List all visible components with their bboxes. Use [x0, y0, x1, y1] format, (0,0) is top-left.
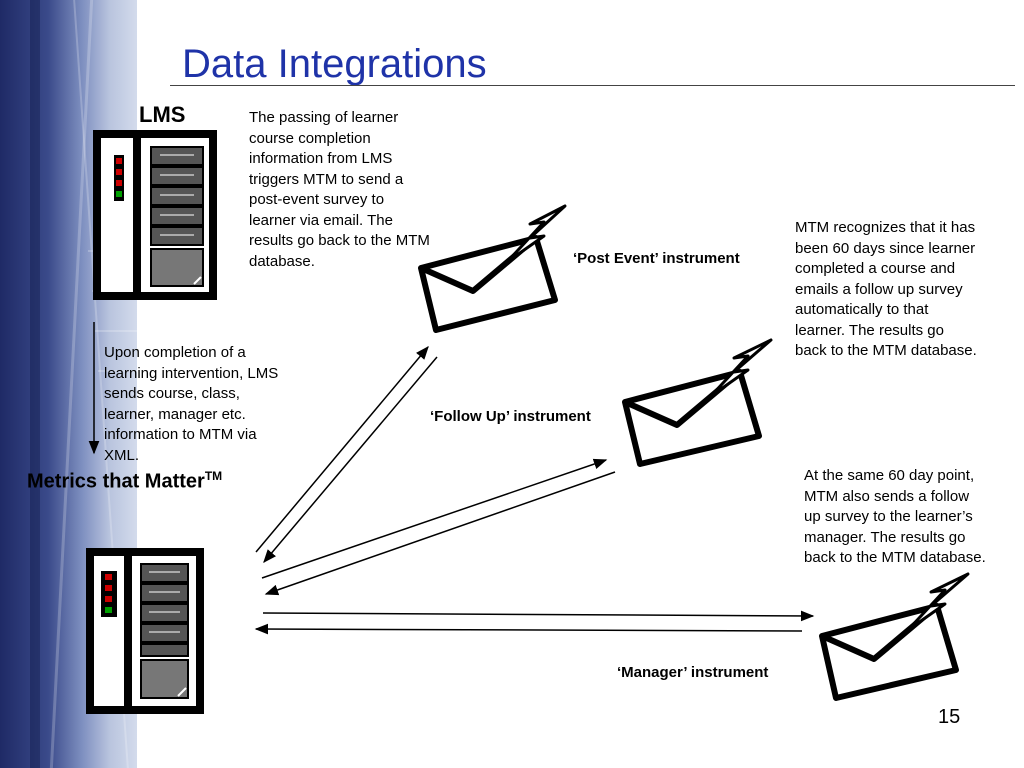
note-line: information to MTM via: [104, 426, 257, 443]
manager-email-icon: [819, 572, 970, 701]
led-green-icon: [116, 191, 122, 197]
follow-up-return-arrow: [264, 471, 616, 596]
note-line: automatically to that: [795, 301, 929, 318]
post-event-email-icon: [418, 204, 567, 333]
note-line: post-event survey to: [249, 191, 385, 208]
note-line: up survey to the learner’s: [804, 508, 973, 525]
lms-to-mtm-note: Upon completion of a learning interventi…: [104, 343, 278, 466]
note-line: sends course, class,: [104, 385, 240, 402]
post-event-instrument-label: ‘Post Event’ instrument: [573, 250, 740, 267]
note-line: learner. The results go: [795, 321, 944, 339]
drive-bays-icon: [140, 563, 189, 699]
note-line: database.: [249, 252, 315, 270]
follow-up-send-arrow: [261, 458, 608, 579]
note-line: manager. The results go: [804, 528, 966, 546]
note-line: results go back to the MTM: [249, 232, 430, 249]
note-line: Upon completion of a: [104, 344, 246, 361]
manager-instrument-label: ‘Manager’ instrument: [617, 664, 769, 681]
follow-up-instrument-label: ‘Follow Up’ instrument: [430, 408, 591, 425]
title-underline: [170, 85, 1015, 86]
manager-return-arrow: [254, 623, 803, 635]
slide-title: Data Integrations: [182, 42, 487, 86]
note-line: back to the MTM database.: [795, 342, 977, 359]
decorative-sidebar: [0, 0, 137, 768]
manager-send-arrow: [262, 610, 815, 622]
note-line: back to the MTM database.: [804, 549, 986, 566]
led-red-icon: [116, 158, 122, 164]
note-line: information from LMS: [249, 150, 393, 167]
note-line: learning intervention, LMS: [104, 364, 279, 382]
post-event-return-arrow: [263, 356, 438, 564]
mtm-label-text: Metrics that Matter: [27, 470, 205, 493]
note-line: learner via email. The: [249, 211, 393, 229]
note-line: XML.: [104, 446, 140, 464]
page-number: 15: [938, 706, 961, 728]
trademark-mark: TM: [204, 469, 223, 483]
note-line: learner, manager etc.: [104, 405, 246, 423]
mtm-label: Metrics that MatterTM: [27, 469, 222, 494]
note-line: been 60 days since learner: [795, 239, 976, 257]
post-event-send-arrow: [255, 345, 429, 553]
note-line: At the same 60 day point,: [804, 467, 975, 484]
follow-up-email-icon: [622, 338, 773, 467]
note-line: completed a course and: [795, 260, 956, 277]
note-line: The passing of learner: [249, 109, 399, 126]
manager-note: At the same 60 day point, MTM also sends…: [804, 466, 986, 569]
note-line: triggers MTM to send a: [249, 170, 404, 188]
follow-up-note: MTM recognizes that it has been 60 days …: [795, 218, 977, 362]
lms-label: LMS: [139, 102, 186, 127]
lms-passing-note: The passing of learner course completion…: [249, 108, 430, 272]
note-line: MTM recognizes that it has: [795, 219, 976, 236]
note-line: MTM also sends a follow: [804, 487, 970, 505]
drive-bays-icon: [150, 146, 204, 287]
note-line: course completion: [249, 129, 371, 147]
note-line: emails a follow up survey: [795, 280, 963, 298]
